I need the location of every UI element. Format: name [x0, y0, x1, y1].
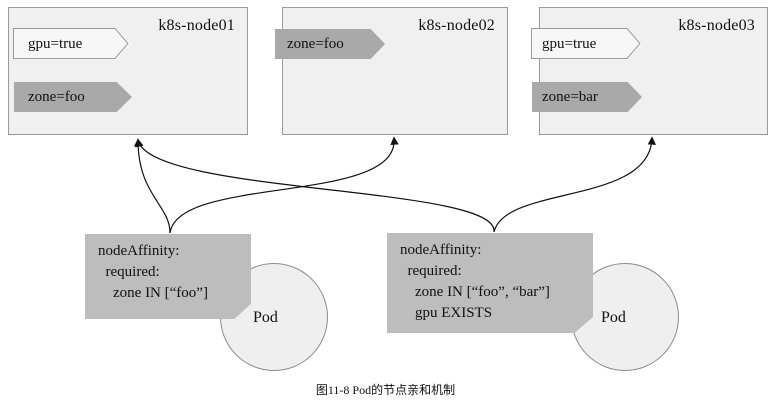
- node-k8s-node02: k8s-node02 zone=foo: [275, 7, 508, 135]
- affinity-line: required:: [98, 264, 160, 280]
- figure-caption: 图11-8 Pod的节点亲和机制: [315, 383, 456, 397]
- arrow-pod2-node01: [135, 138, 495, 233]
- affinity-line: zone IN [“foo”]: [98, 285, 208, 301]
- arrow-pod1-node01: [133, 138, 171, 234]
- affinity-note: nodeAffinity: required: zone IN [“foo”]: [85, 234, 251, 319]
- affinity-line: nodeAffinity:: [98, 243, 180, 259]
- pod-label: Pod: [253, 309, 278, 326]
- node-title: k8s-node02: [418, 17, 495, 34]
- node-title: k8s-node01: [158, 17, 235, 34]
- arrow-pod2-node03: [493, 136, 656, 233]
- affinity-note: nodeAffinity: required: zone IN [“foo”, …: [387, 233, 593, 333]
- affinity-line: required:: [400, 263, 462, 279]
- node-title: k8s-node03: [678, 17, 755, 34]
- pod-label: Pod: [601, 309, 626, 326]
- affinity-line: nodeAffinity:: [400, 242, 482, 258]
- label-tag: zone=foo: [275, 29, 385, 59]
- label-tag: zone=foo: [14, 82, 132, 112]
- affinity-line: zone IN [“foo”, “bar”]: [400, 284, 550, 300]
- affinity-line: gpu EXISTS: [400, 305, 493, 321]
- label-tag: zone=bar: [532, 82, 642, 112]
- arrow-pod1-node02: [169, 136, 399, 234]
